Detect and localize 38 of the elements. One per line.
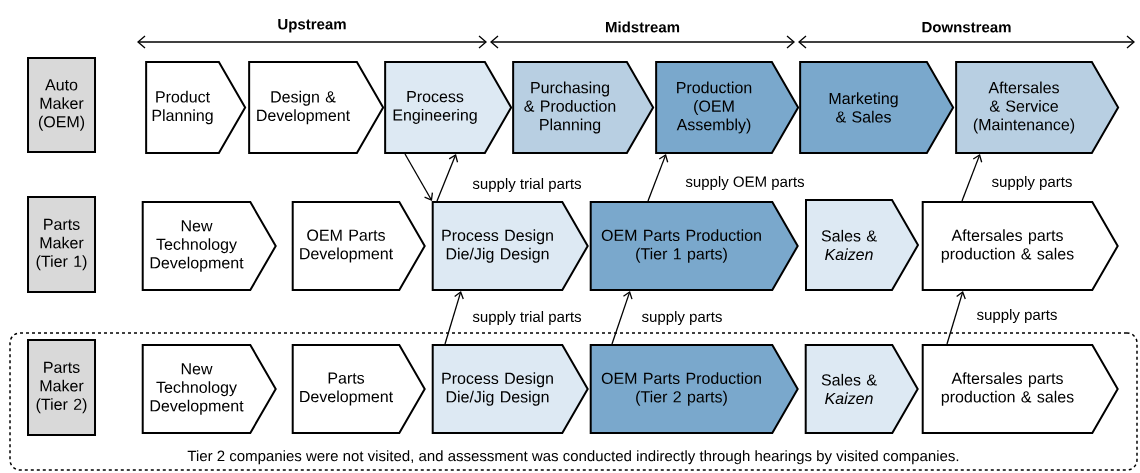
chevron-box: Purchasing & Production Planning	[512, 61, 655, 154]
arrow	[647, 154, 669, 202]
chevron-box: Process Engineering	[384, 61, 513, 154]
edge-label: supply parts	[640, 310, 724, 326]
company-box: Auto Maker (OEM)	[27, 57, 96, 153]
edge-label: supply parts	[975, 308, 1059, 324]
chevron-box: New Technology Development	[141, 344, 277, 434]
chevron-box: Sales & Kaizen	[804, 344, 919, 434]
arrow	[611, 291, 633, 345]
edge-label: supply parts	[990, 175, 1074, 191]
stage-label: Midstream	[606, 21, 680, 33]
chevron-box: Sales & Kaizen	[805, 199, 920, 291]
edge-label: supply trial parts	[471, 177, 583, 193]
edge-label: supply OEM parts	[684, 175, 806, 191]
chevron-box: Aftersales & Service (Maintenance)	[955, 61, 1120, 154]
chevron-box: Marketing & Sales	[799, 61, 955, 154]
chevron-box: OEM Parts Production (Tier 2 parts)	[589, 344, 799, 434]
chevron-box: Aftersales parts production & sales	[921, 344, 1119, 434]
chevron-box: OEM Parts Development	[291, 201, 426, 291]
chevron-box: Product Planning	[145, 61, 247, 154]
chevron-box: Process Design Die/Jig Design	[431, 344, 589, 434]
chevron-box: Process Design Die/Jig Design	[431, 201, 589, 291]
chevron-box: Design & Development	[248, 61, 385, 154]
company-box: Parts Maker (Tier 1)	[27, 196, 96, 293]
chevron-box: New Technology Development	[141, 201, 277, 291]
company-box: Parts Maker (Tier 2)	[27, 339, 96, 436]
arrow	[961, 154, 983, 202]
edge-label: supply trial parts	[471, 310, 583, 326]
arrow	[946, 291, 966, 345]
stage-label: Upstream	[278, 19, 346, 33]
arrow	[436, 154, 459, 202]
chevron-box: Parts Development	[291, 344, 426, 434]
arrow	[404, 153, 434, 201]
arrow	[444, 291, 464, 345]
stage-label: Downstream	[922, 22, 1011, 33]
chevron-box: OEM Parts Production (Tier 1 parts)	[589, 201, 799, 291]
chevron-box: Aftersales parts production & sales	[921, 201, 1119, 291]
chevron-box: Production (OEM Assembly)	[655, 61, 800, 154]
